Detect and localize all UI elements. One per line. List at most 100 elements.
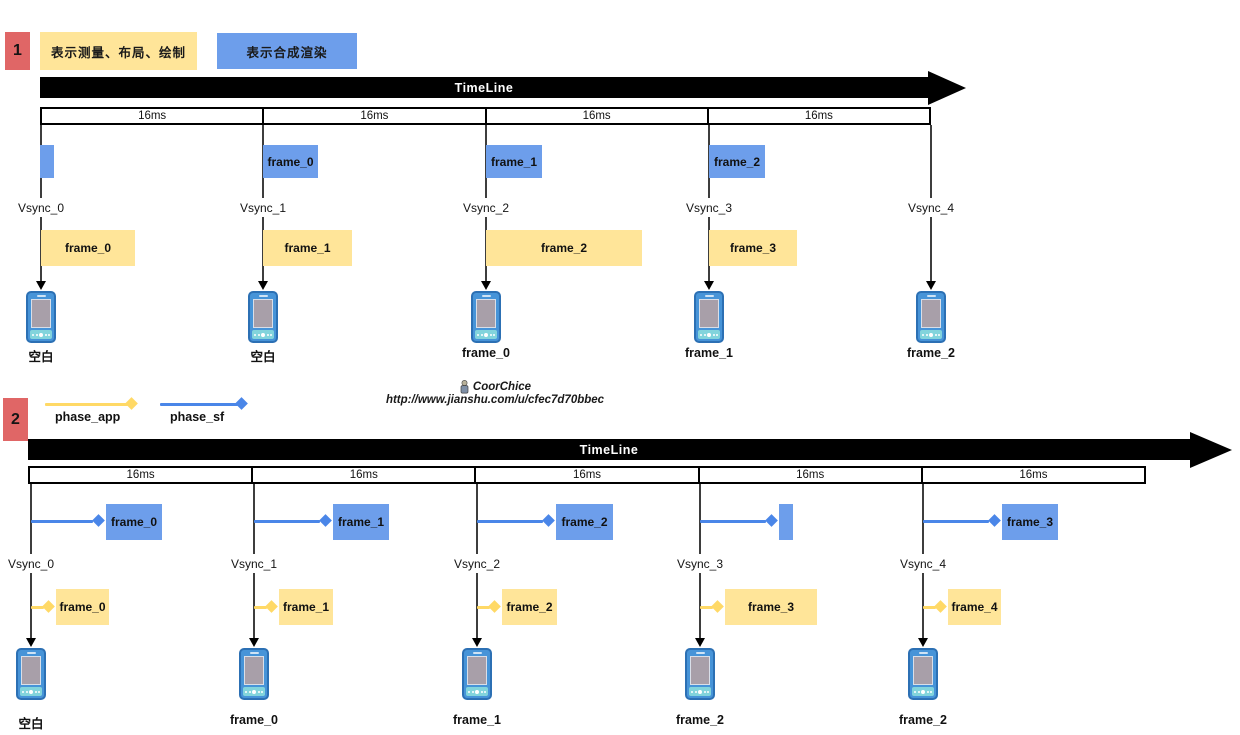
section-1-display-content-label: frame_1 (685, 346, 733, 360)
section-2-phase-app-line (923, 606, 936, 609)
section-2-vsync-line (699, 484, 701, 554)
phone-speaker-icon (249, 652, 259, 654)
section-2-phase-app-frame-box: frame_1 (279, 589, 333, 625)
section-1-number-badge: 1 (5, 32, 30, 70)
section-2-vsync-line (476, 484, 478, 554)
section-2-vsync-label: Vsync_4 (899, 557, 947, 571)
phone-icon (26, 291, 56, 343)
section-1-timeline-arrow: TimeLine (40, 77, 928, 98)
phone-home-dots-icon (920, 330, 942, 339)
attribution-url: http://www.jianshu.com/u/cfec7d70bbec (385, 394, 605, 406)
section-2-phase-app-line (700, 606, 713, 609)
section-2-legend-item: phase_app (45, 397, 140, 426)
section-2-number-badge: 2 (3, 398, 28, 441)
section-2-vsync-line (476, 573, 478, 638)
phone-home-dots-icon (20, 687, 42, 696)
section-2-legend-label: phase_sf (170, 410, 225, 424)
section-2-vsync-line (30, 573, 32, 638)
section-2-display-content-label: frame_2 (676, 713, 724, 727)
section-1-display-content-label: 空白 (250, 350, 276, 364)
section-2-phase-app-diamond-icon (711, 600, 724, 613)
section-2-display-content-label: 空白 (18, 717, 44, 731)
section-2-display-content-label: frame_1 (453, 713, 501, 727)
section-2-phase-app-diamond-icon (42, 600, 55, 613)
section-2-vsync-arrowhead-icon (918, 638, 928, 647)
phone-icon (239, 648, 269, 700)
phone-home-dots-icon (466, 687, 488, 696)
phone-icon (694, 291, 724, 343)
section-1-compose-render-bar (40, 145, 54, 178)
section-1-interval-cell: 16ms (264, 109, 487, 123)
phone-icon (462, 648, 492, 700)
section-1-compose-render-bar: frame_2 (709, 145, 765, 178)
section-2-phase-sf-frame-box: frame_2 (556, 504, 613, 540)
attribution: CoorChice http://www.jianshu.com/u/cfec7… (360, 380, 630, 407)
section-1-measure-layout-draw-bar: frame_0 (41, 230, 135, 266)
section-2-phase-app-frame-box: frame_4 (948, 589, 1001, 625)
section-1-compose-render-bar: frame_0 (263, 145, 318, 178)
phone-icon (916, 291, 946, 343)
phone-speaker-icon (472, 652, 482, 654)
author-avatar-icon (460, 380, 469, 394)
section-2-vsync-arrowhead-icon (695, 638, 705, 647)
phone-icon (471, 291, 501, 343)
section-2-vsync-arrowhead-icon (472, 638, 482, 647)
section-1-timeline-label: TimeLine (454, 80, 514, 95)
phone-icon (685, 648, 715, 700)
phone-speaker-icon (481, 295, 491, 297)
section-2-vsync-line (253, 484, 255, 554)
section-1-timeline-arrowhead-icon (928, 70, 969, 105)
phone-icon (16, 648, 46, 700)
phone-speaker-icon (704, 295, 714, 297)
section-2-phase-sf-line (477, 520, 543, 523)
phone-home-dots-icon (252, 330, 274, 339)
section-2-interval-cell: 16ms (30, 468, 254, 482)
section-2-phase-sf-diamond-icon (988, 514, 1001, 527)
phone-screen (31, 299, 51, 328)
section-2-phase-app-frame-box: frame_3 (725, 589, 817, 625)
section-2-phase-sf-diamond-icon (542, 514, 555, 527)
section-2-phase-app-frame-box: frame_2 (502, 589, 557, 625)
phone-screen (913, 656, 933, 685)
section-2-phase-app-frame-box: frame_0 (56, 589, 109, 625)
section-1-measure-layout-draw-bar: frame_1 (263, 230, 352, 266)
phone-home-dots-icon (689, 687, 711, 696)
phone-screen (253, 299, 273, 328)
section-2-vsync-arrowhead-icon (249, 638, 259, 647)
section-2-interval-cell: 16ms (700, 468, 923, 482)
section-1-vsync-label: Vsync_2 (462, 201, 510, 215)
phone-screen (467, 656, 487, 685)
section-2-phase-app-diamond-icon (265, 600, 278, 613)
section-1-compose-render-bar: frame_1 (486, 145, 542, 178)
section-2-legend-diamond-icon (125, 397, 138, 410)
section-1-vsync-arrowhead-icon (481, 281, 491, 290)
section-1-vsync-arrowhead-icon (926, 281, 936, 290)
section-2-phase-app-line (254, 606, 267, 609)
phone-screen (699, 299, 719, 328)
section-2-interval-cell: 16ms (253, 468, 477, 482)
section-1-vsync-arrowhead-icon (258, 281, 268, 290)
section-2-legend-phase-line (45, 403, 128, 406)
section-2-vsync-arrowhead-icon (26, 638, 36, 647)
section-2-phase-app-line (31, 606, 44, 609)
phone-speaker-icon (26, 652, 36, 654)
section-2-legend-diamond-icon (235, 397, 248, 410)
section-1-interval-cell: 16ms (804, 110, 833, 122)
section-1-vsync-line (930, 217, 932, 281)
section-2-display-content-label: frame_2 (899, 713, 947, 727)
section-1-vsync-label: Vsync_3 (685, 201, 733, 215)
section-1-interval-cell: 16ms (42, 109, 265, 123)
phone-screen (21, 656, 41, 685)
section-2-phase-sf-frame-box: frame_0 (106, 504, 162, 540)
section-2-legend-phase-line (160, 403, 238, 406)
phone-speaker-icon (258, 295, 268, 297)
section-2-phase-sf-frame-box (779, 504, 793, 540)
phone-screen (476, 299, 496, 328)
phone-speaker-icon (36, 295, 46, 297)
section-2-phase-sf-frame-box: frame_3 (1002, 504, 1058, 540)
section-2-vsync-label: Vsync_2 (453, 557, 501, 571)
section-2-vsync-line (699, 573, 701, 638)
section-2-timeline-label: TimeLine (579, 442, 639, 457)
